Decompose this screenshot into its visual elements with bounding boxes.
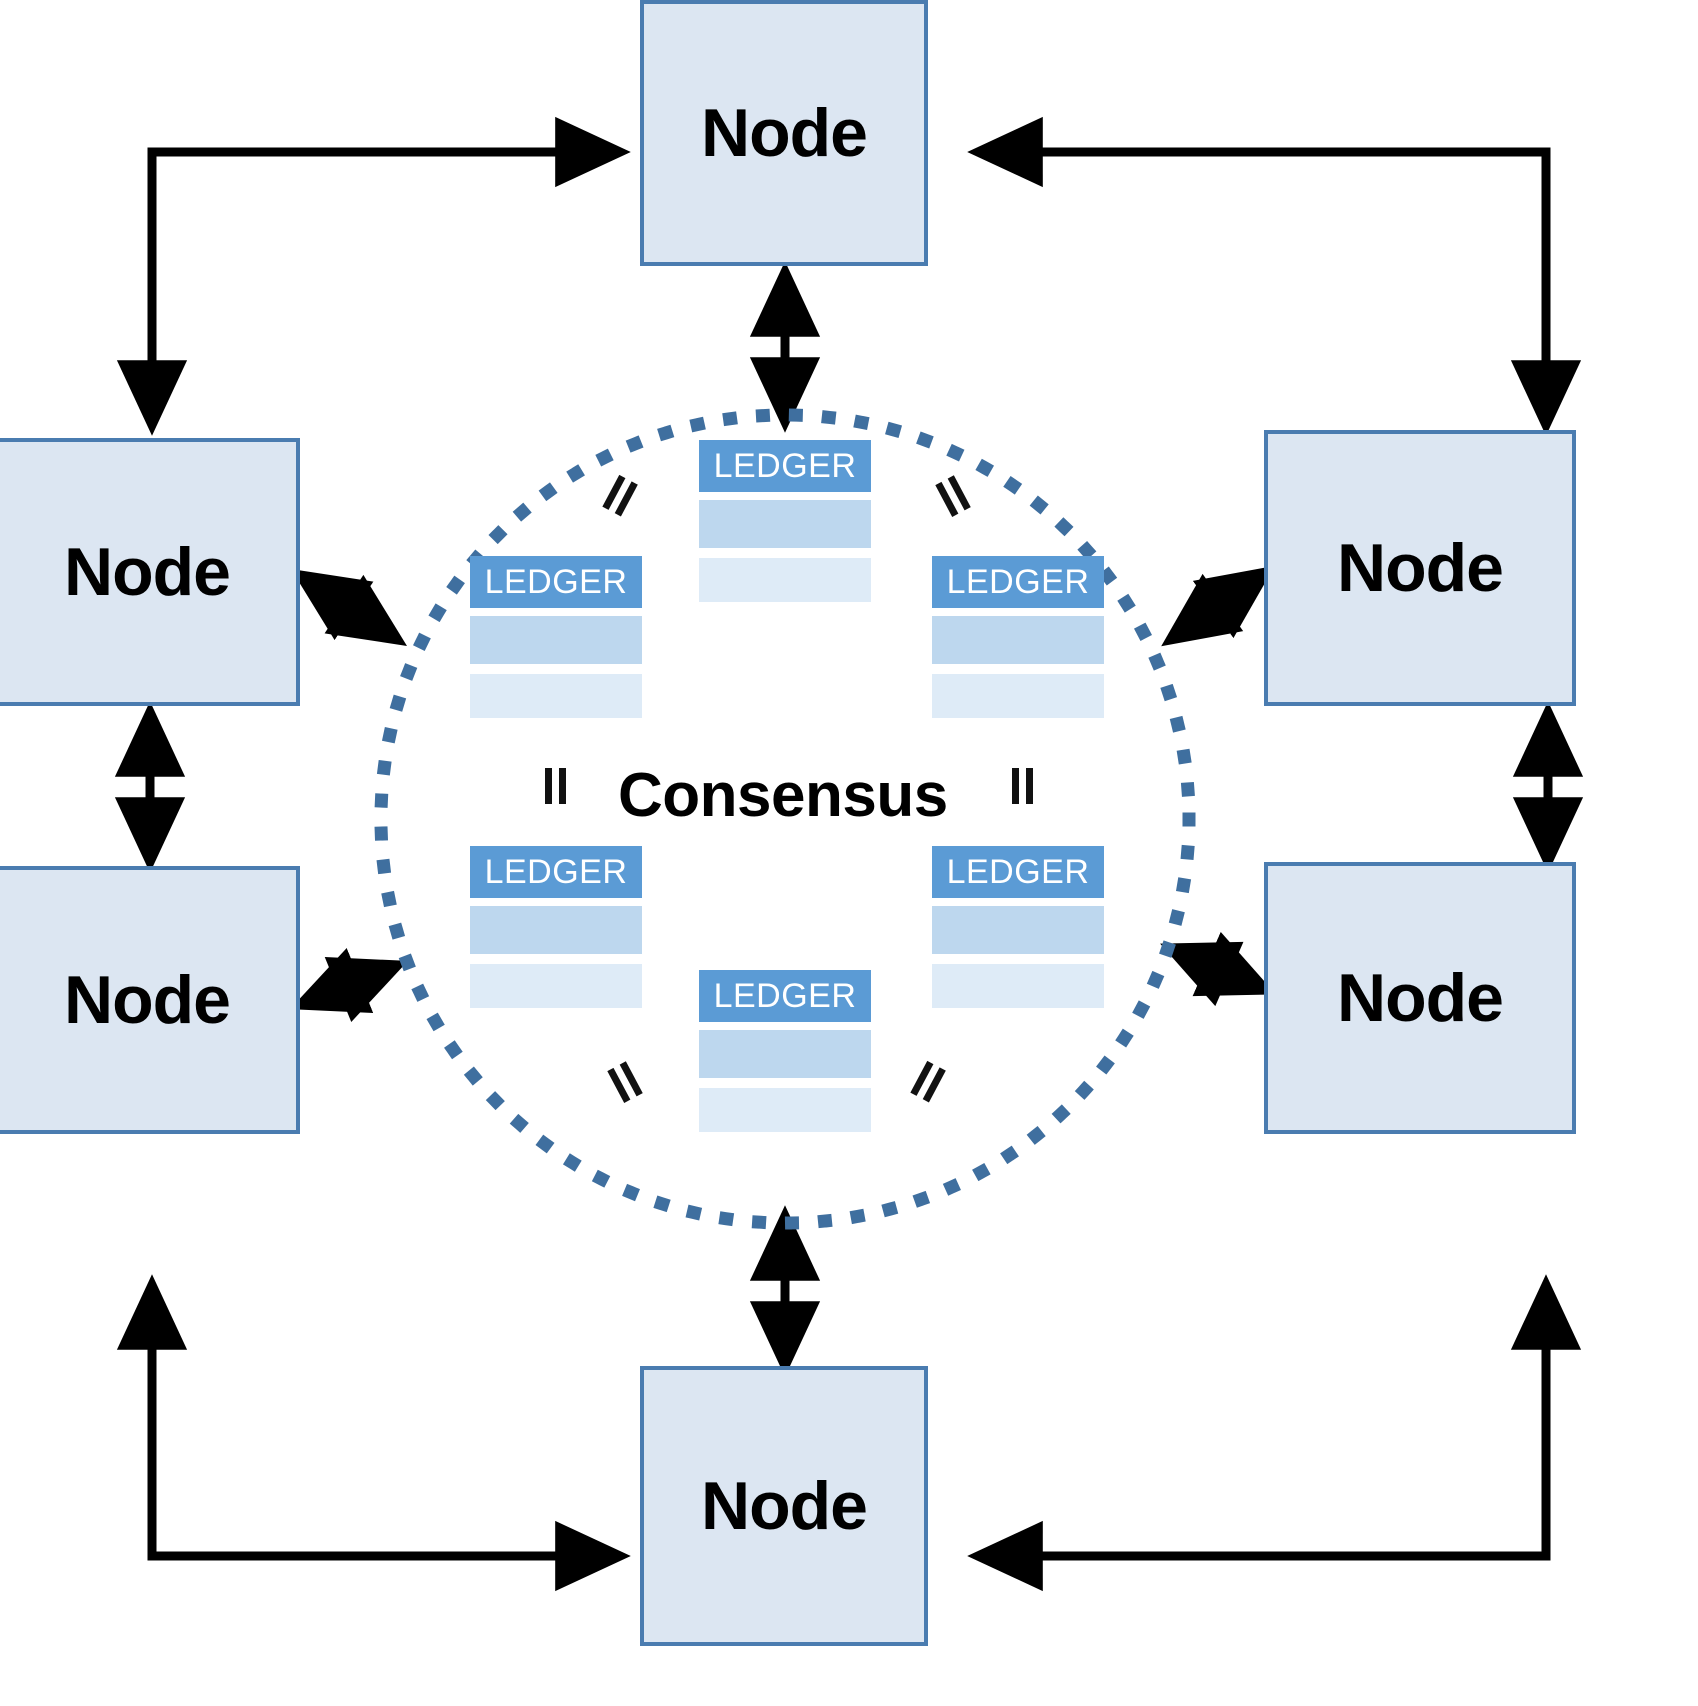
node-left-lower[interactable]: Node <box>0 866 300 1134</box>
ledger-upper-right-band-2 <box>932 616 1104 664</box>
ledger-bottom-center-band-2 <box>699 1030 871 1078</box>
ledger-upper-left[interactable]: LEDGER <box>470 556 642 718</box>
node-right-lower[interactable]: Node <box>1264 862 1576 1134</box>
consensus-spokes <box>290 261 1276 1377</box>
ledger-top-center-band-2 <box>699 500 871 548</box>
spoke-left-lower <box>290 948 408 1022</box>
ledger-lower-right-header: LEDGER <box>932 846 1104 898</box>
ledger-upper-left-band-3 <box>470 674 642 718</box>
ledger-lower-right-band-3 <box>932 964 1104 1008</box>
column-connectors <box>114 701 1584 873</box>
node-bottom-label: Node <box>701 1468 868 1544</box>
node-right-upper[interactable]: Node <box>1264 430 1576 706</box>
spoke-right-lower <box>1160 931 1276 1007</box>
ledger-top-center[interactable]: LEDGER <box>699 440 871 602</box>
ledger-top-center-band-3 <box>699 558 871 602</box>
node-right-lower-label: Node <box>1337 960 1504 1036</box>
arrow-rightlower-to-bottom <box>967 1290 1551 1592</box>
node-left-upper[interactable]: Node <box>0 438 300 706</box>
ledger-bottom-center-header: LEDGER <box>699 970 871 1022</box>
outer-ring-connectors <box>116 116 1582 1592</box>
ledger-upper-right-band-3 <box>932 674 1104 718</box>
ledger-upper-left-band-2 <box>470 616 642 664</box>
ledger-bottom-center-band-3 <box>699 1088 871 1132</box>
ledger-lower-right-band-2 <box>932 906 1104 954</box>
ledger-upper-right-header: LEDGER <box>932 556 1104 608</box>
arrow-leftlower-to-bottom <box>147 1290 631 1592</box>
ledger-lower-right[interactable]: LEDGER <box>932 846 1104 1008</box>
arrow-leftupper-to-top <box>147 116 631 420</box>
consensus-label: Consensus <box>618 761 948 830</box>
ledger-lower-left[interactable]: LEDGER <box>470 846 642 1008</box>
ledger-top-center-header: LEDGER <box>699 440 871 492</box>
equals-bar-a <box>1012 768 1019 804</box>
consensus-boundary-circle <box>374 408 1196 1230</box>
equals-bar-b <box>1026 768 1033 804</box>
ledger-lower-left-band-3 <box>470 964 642 1008</box>
spoke-right-upper <box>1161 565 1275 647</box>
node-left-upper-label: Node <box>64 534 231 610</box>
node-bottom[interactable]: Node <box>640 1366 928 1646</box>
ledger-lower-left-header: LEDGER <box>470 846 642 898</box>
ledger-upper-right[interactable]: LEDGER <box>932 556 1104 718</box>
spoke-left-upper <box>290 569 408 646</box>
equals-mark-mid-right <box>1006 768 1036 804</box>
ledger-upper-left-header: LEDGER <box>470 556 642 608</box>
equals-mark-mid-left <box>539 768 569 804</box>
equals-bar-a <box>545 768 552 804</box>
node-top-label: Node <box>701 95 868 171</box>
ledger-lower-left-band-2 <box>470 906 642 954</box>
equals-bar-b <box>559 768 566 804</box>
node-right-upper-label: Node <box>1337 530 1504 606</box>
ledger-bottom-center[interactable]: LEDGER <box>699 970 871 1132</box>
node-top[interactable]: Node <box>640 0 928 266</box>
node-left-lower-label: Node <box>64 962 231 1038</box>
arrow-rightupper-to-top <box>967 116 1551 420</box>
